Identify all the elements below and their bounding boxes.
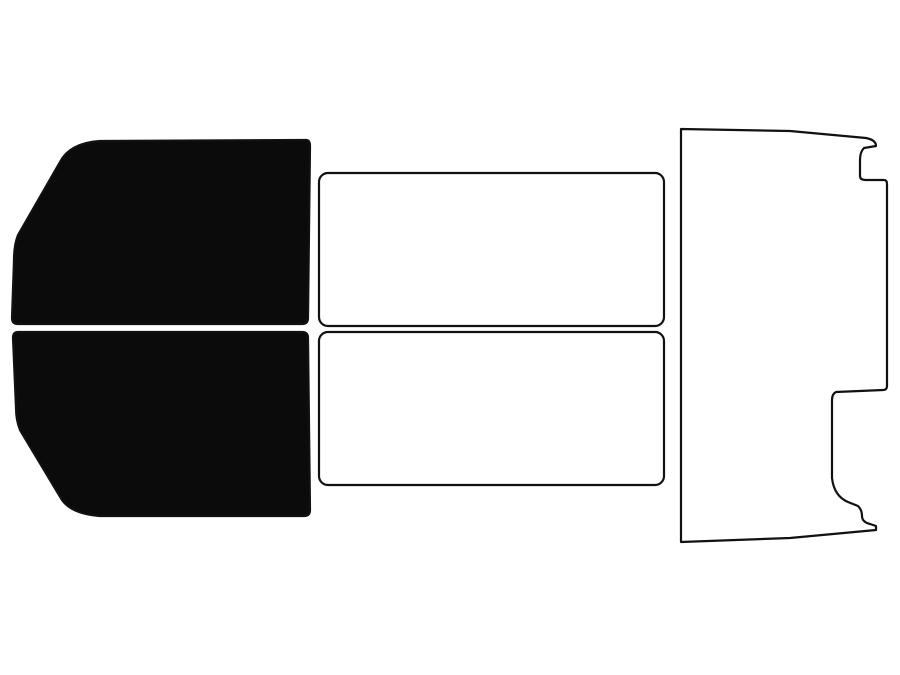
rear-right-door-window — [317, 330, 666, 487]
rear-left-door-window — [317, 171, 666, 328]
front-right-door-window — [11, 330, 312, 518]
rear-windshield — [679, 127, 889, 544]
front-left-door-window — [10, 138, 312, 326]
